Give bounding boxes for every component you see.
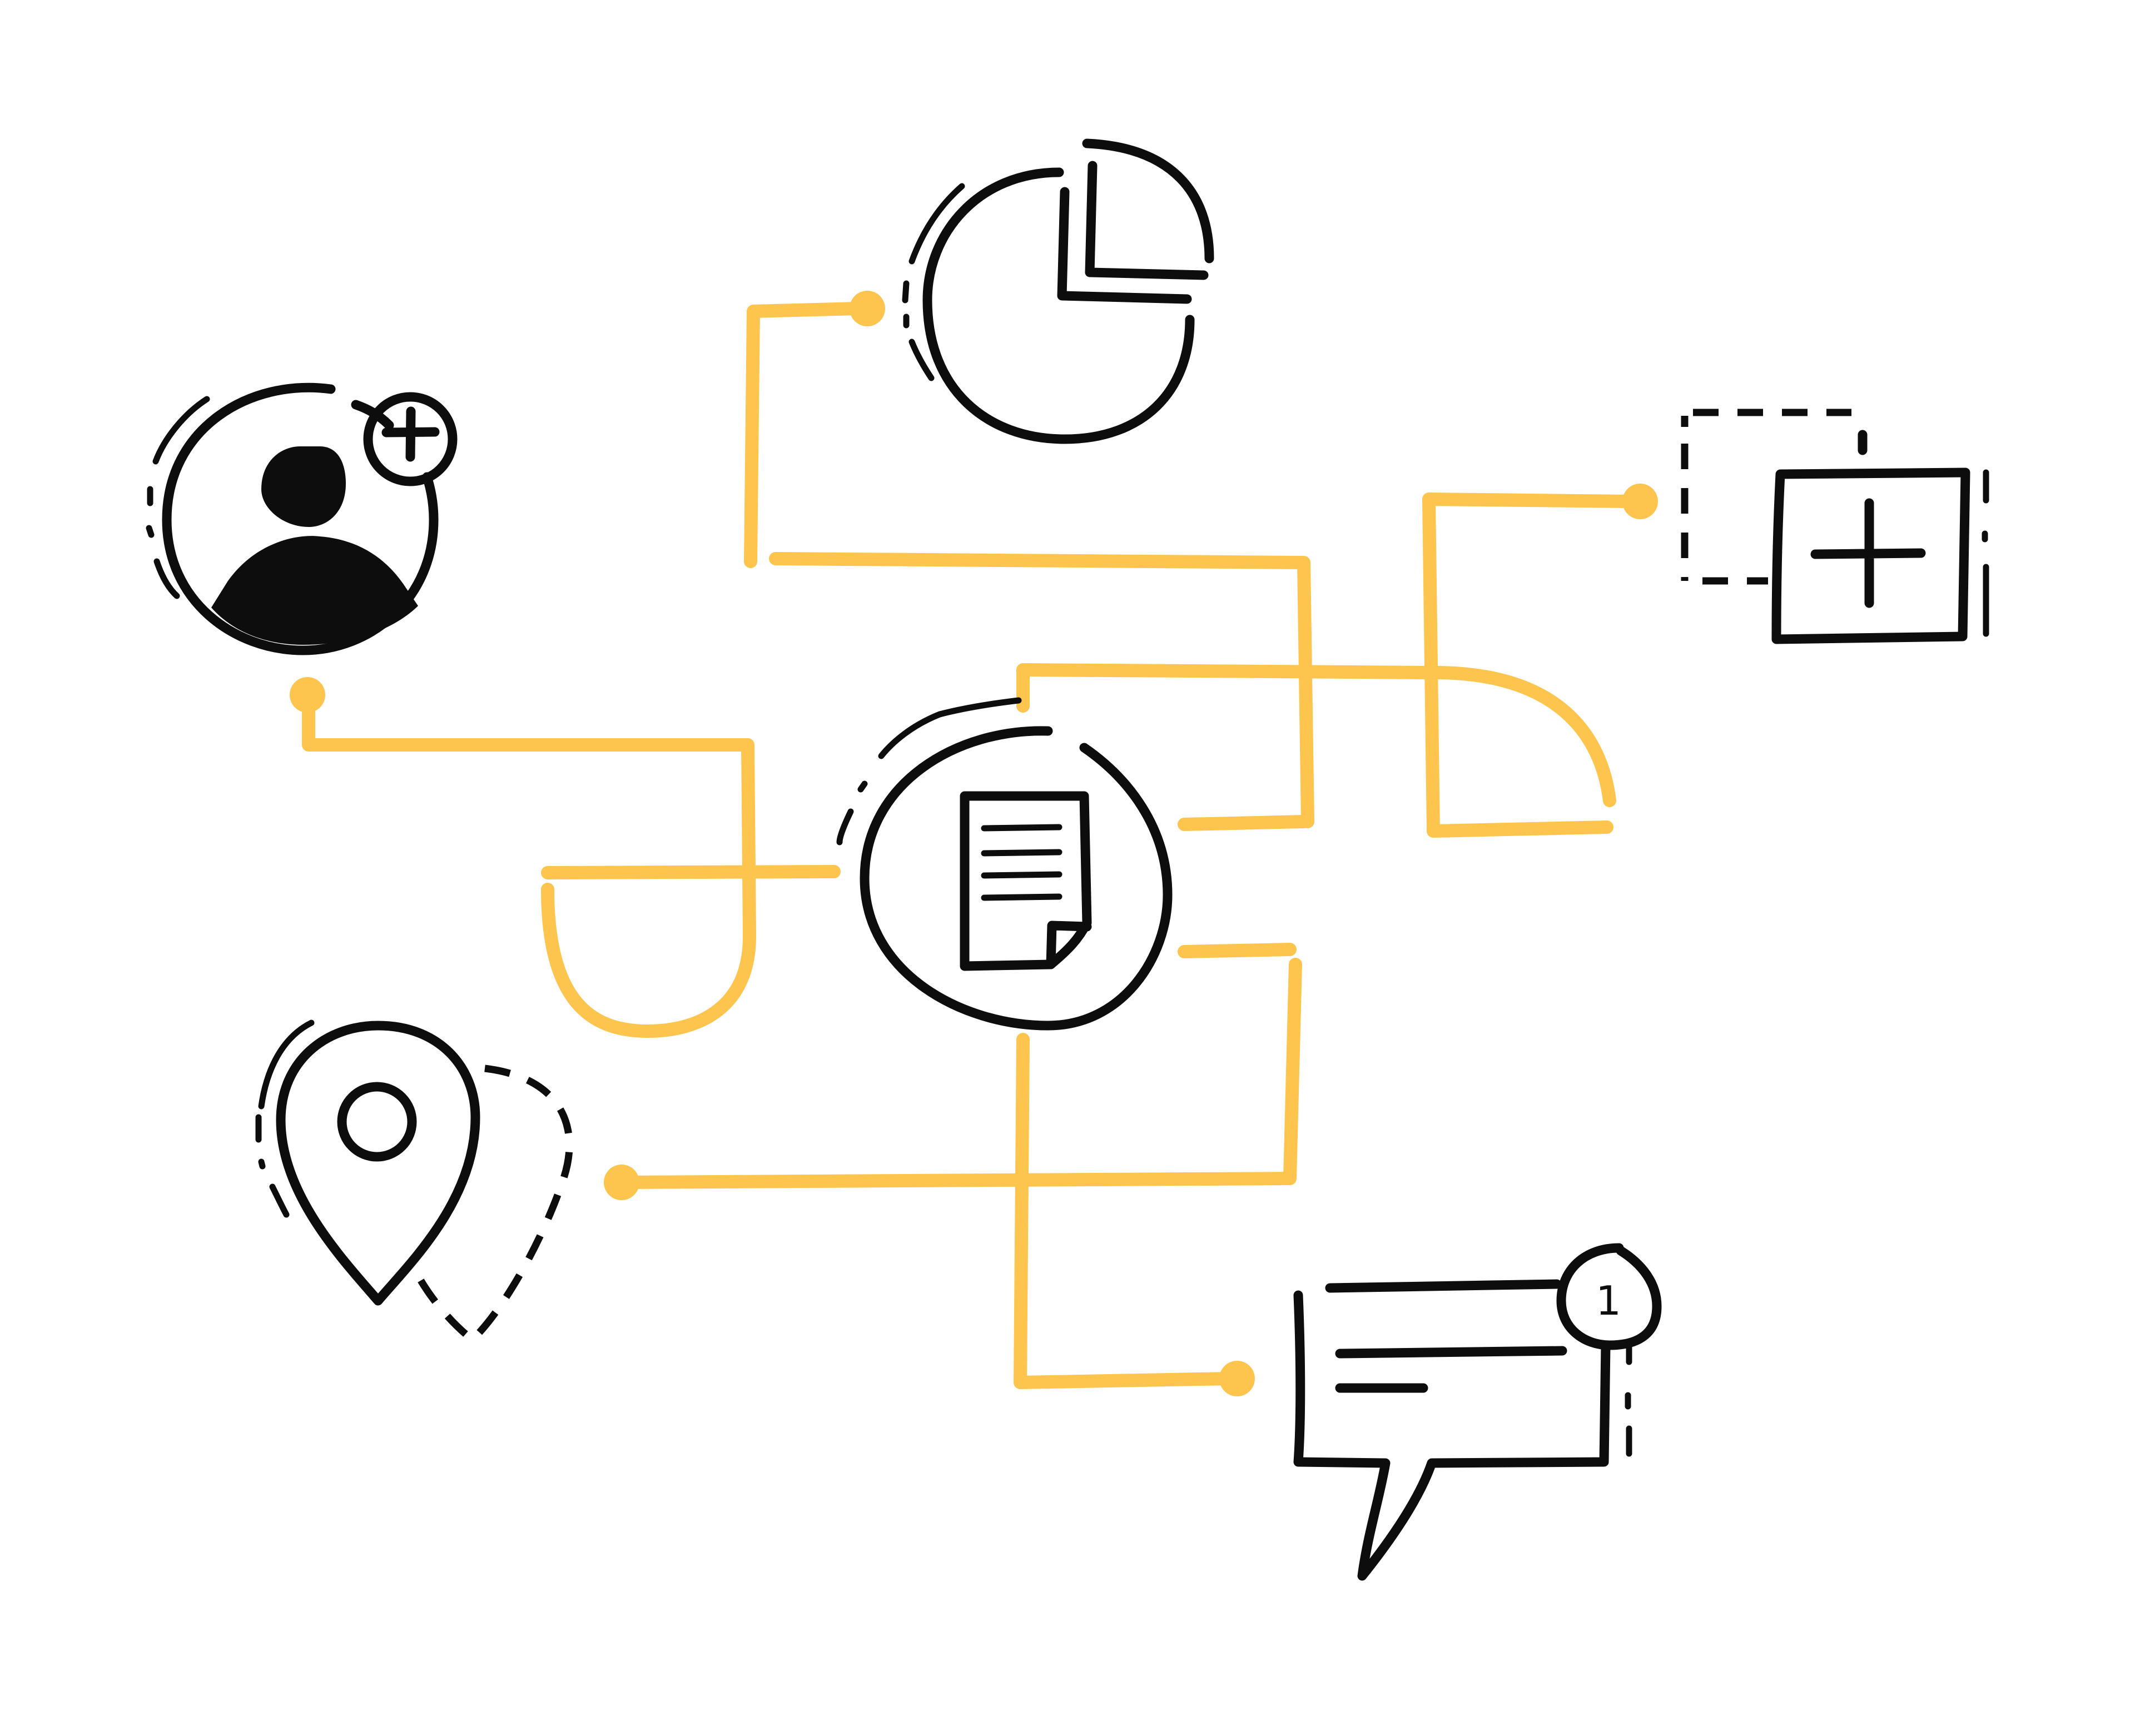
message-notification-icon[interactable]: 1 [1293,1243,1662,1581]
connector-lines [290,291,1658,1396]
connector-add-box [1422,493,1639,838]
connector-endpoint-location [604,1165,639,1200]
connector-endpoint-message [1219,1361,1255,1396]
connector-document-loop [1016,663,1616,807]
pie-chart-icon[interactable] [902,138,1214,444]
connector-endpoint-pie-chart [850,291,885,326]
add-box-icon[interactable] [1681,409,1989,644]
connector-user [302,691,757,1038]
connector-user-to-document [541,865,841,879]
add-user-icon[interactable] [146,382,458,655]
connector-location [619,943,1302,1189]
connector-message [1014,1033,1235,1389]
connector-endpoint-add-box [1622,484,1658,519]
notification-count: 1 [1596,1277,1621,1324]
connector-pie-chart [744,302,1314,831]
location-pin-icon[interactable] [255,1019,573,1345]
notification-badge: 1 [1556,1243,1662,1350]
connector-endpoint-user [290,677,325,713]
document-icon[interactable] [836,697,1173,1031]
